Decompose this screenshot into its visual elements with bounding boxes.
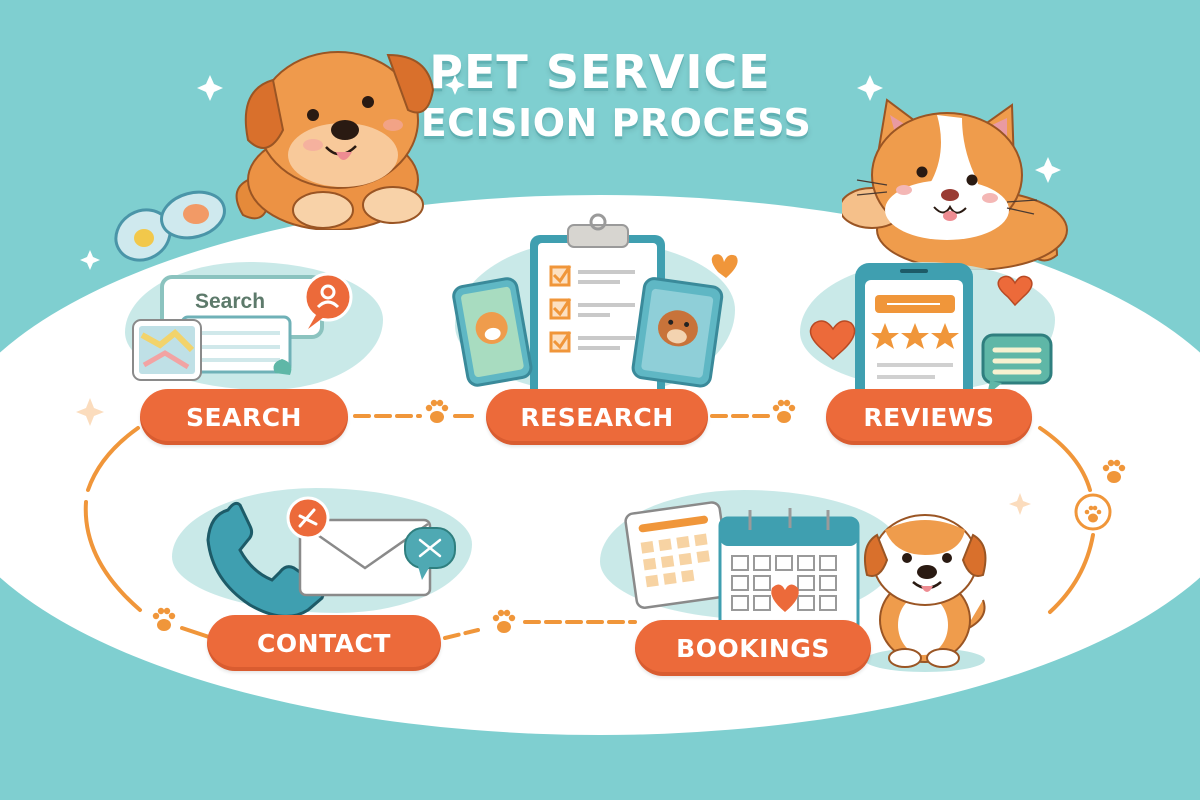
step-reviews-label: REVIEWS	[863, 402, 995, 432]
step-search-label: SEARCH	[186, 402, 302, 432]
heart-icon	[700, 250, 730, 280]
svg-text:Search: Search	[195, 290, 265, 313]
search-bar-map-icon: Search	[132, 272, 353, 381]
phone-star-rating-icon	[809, 263, 1053, 405]
step-research-label: RESEARCH	[520, 402, 674, 432]
title-line-1: PET SERVICE	[429, 45, 771, 99]
calendar-heart-icon	[624, 501, 860, 635]
puppy-mascot	[864, 514, 987, 672]
step-reviews-button[interactable]: REVIEWS	[826, 389, 1032, 445]
step-search-button[interactable]: SEARCH	[140, 389, 348, 445]
clipboard-checklist-icon	[452, 213, 738, 410]
step-bookings-label: BOOKINGS	[676, 633, 830, 663]
page-title: PET SERVICE DECISION PROCESS	[0, 48, 1200, 144]
step-contact-label: CONTACT	[257, 628, 391, 658]
step-research-button[interactable]: RESEARCH	[486, 389, 708, 445]
phone-envelope-icon	[206, 496, 456, 618]
cat-mascot	[842, 98, 1068, 270]
dog-mascot	[235, 51, 435, 230]
step-contact-button[interactable]: CONTACT	[207, 615, 441, 671]
toy-capsule-icon	[114, 190, 226, 262]
step-bookings-button[interactable]: BOOKINGS	[635, 620, 871, 676]
title-line-2: DECISION PROCESS	[388, 101, 812, 146]
